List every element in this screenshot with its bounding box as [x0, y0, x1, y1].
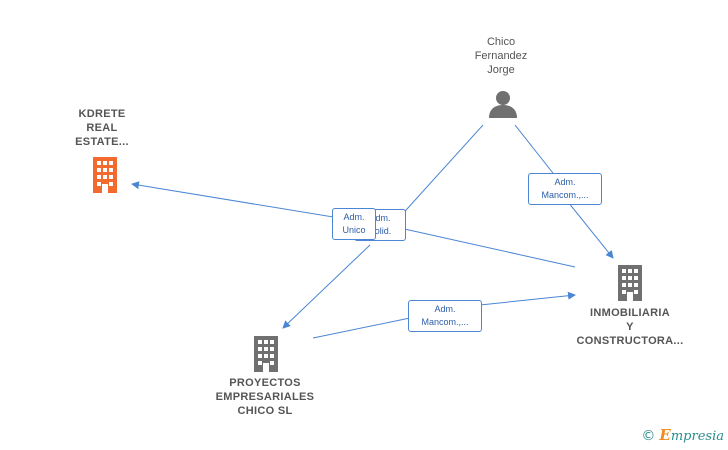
edge-label-line-1: Adm. — [434, 304, 456, 314]
edge-label-proyectos-inmobiliaria[interactable]: Adm. Mancom.,... — [408, 300, 482, 332]
building-icon — [93, 157, 117, 193]
edge-label-line-1: Adm. — [554, 177, 576, 187]
node-person-line-3: Jorge — [487, 64, 515, 76]
node-proyectos-line-2: EMPRESARIALES — [215, 391, 315, 403]
brand-name: mpresia — [670, 429, 724, 444]
node-proyectos-label[interactable]: PROYECTOS EMPRESARIALES CHICO SL — [205, 376, 325, 418]
node-inmobiliaria-label[interactable]: INMOBILIARIA Y CONSTRUCTORA... — [570, 306, 690, 348]
node-person-line-1: Chico — [486, 36, 516, 48]
edge-label-line-1: Adm. — [343, 212, 365, 222]
node-inmobiliaria-line-1: INMOBILIARIA — [590, 307, 670, 319]
node-person-label[interactable]: Chico Fernandez Jorge — [455, 35, 547, 77]
edge-label-person-proyectos[interactable]: Adm. Unico — [332, 208, 376, 240]
brand-watermark: ©Empresia — [641, 426, 724, 444]
node-inmobiliaria-line-3: CONSTRUCTORA... — [576, 335, 684, 347]
building-icon — [618, 265, 642, 301]
node-person-line-2: Fernandez — [474, 50, 528, 62]
edge-label-person-inmobiliaria[interactable]: Adm. Mancom.,... — [528, 173, 602, 205]
edge-label-line-1: Adm. — [369, 213, 391, 223]
person-icon — [489, 91, 517, 118]
building-icon — [254, 336, 278, 372]
copyright-icon: © — [641, 428, 656, 444]
node-kdrete-line-1: KDRETE — [78, 108, 126, 120]
edge-label-line-2: Unico — [342, 225, 366, 235]
node-kdrete-line-3: ESTATE... — [75, 136, 129, 148]
node-proyectos-line-3: CHICO SL — [237, 405, 293, 417]
brand-initial: E — [659, 426, 671, 444]
node-proyectos-line-1: PROYECTOS — [229, 377, 301, 389]
edge-proyectos-to-inmobiliaria — [312, 295, 575, 339]
node-inmobiliaria-line-2: Y — [626, 321, 634, 333]
edge-label-line-2: Solid. — [368, 226, 392, 236]
edge-label-line-2: Mancom.,... — [421, 317, 469, 327]
edge-label-line-2: Mancom.,... — [541, 190, 589, 200]
node-kdrete-label[interactable]: KDRETE REAL ESTATE... — [52, 107, 152, 149]
node-kdrete-line-2: REAL — [86, 122, 118, 134]
